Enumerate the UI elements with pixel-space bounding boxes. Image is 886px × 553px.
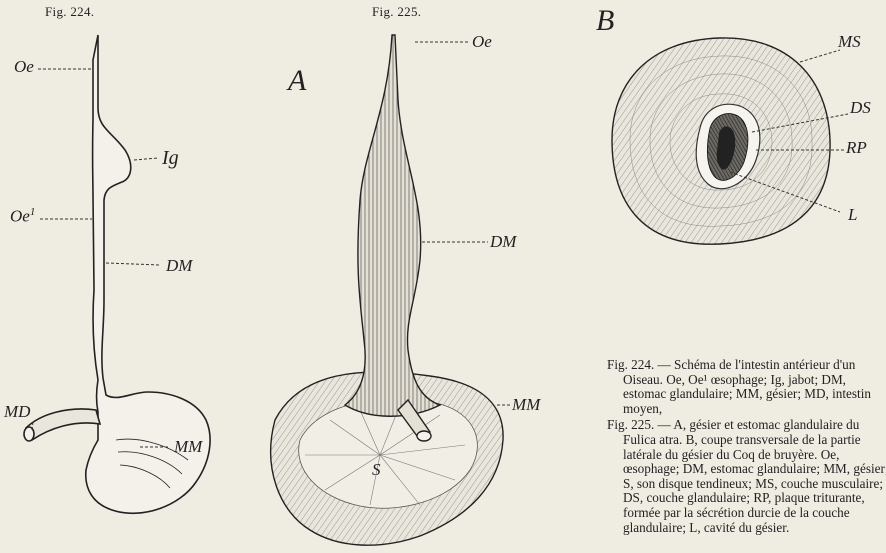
figure-caption: Fig. 224. — Schéma de l'intestin antérie…	[607, 358, 886, 537]
fig225-panel-b-label: B	[596, 4, 614, 38]
fig224-label-md: MD	[4, 402, 30, 422]
fig225-panel-a-label: A	[288, 64, 306, 98]
fig225-caption: Fig. 225. — A, gésier et estomac glandul…	[607, 418, 886, 535]
fig225a-label-dm: DM	[490, 232, 516, 252]
fig224-label-mm: MM	[174, 437, 202, 457]
fig224-label-ig: Ig	[162, 147, 179, 170]
fig224-label-oe1: Oe1	[10, 206, 35, 227]
fig225a-drawing	[271, 35, 503, 545]
fig224-label-oe1-sup: 1	[30, 206, 36, 218]
fig225a-label-oe: Oe	[472, 32, 492, 52]
fig225b-label-ms: MS	[838, 32, 861, 52]
fig224-label-dm: DM	[166, 256, 192, 276]
fig224-label-oe: Oe	[14, 57, 34, 77]
fig225a-label-mm: MM	[512, 395, 540, 415]
fig225b-label-rp: RP	[846, 138, 867, 158]
fig225b-label-ds: DS	[850, 98, 871, 118]
fig225a-label-s: S	[372, 460, 381, 480]
fig225b-section	[612, 38, 830, 244]
fig224-caption: Fig. 224. — Schéma de l'intestin antérie…	[607, 358, 886, 416]
fig225b-label-l: L	[848, 205, 857, 225]
fig225a-leaders	[415, 42, 510, 405]
